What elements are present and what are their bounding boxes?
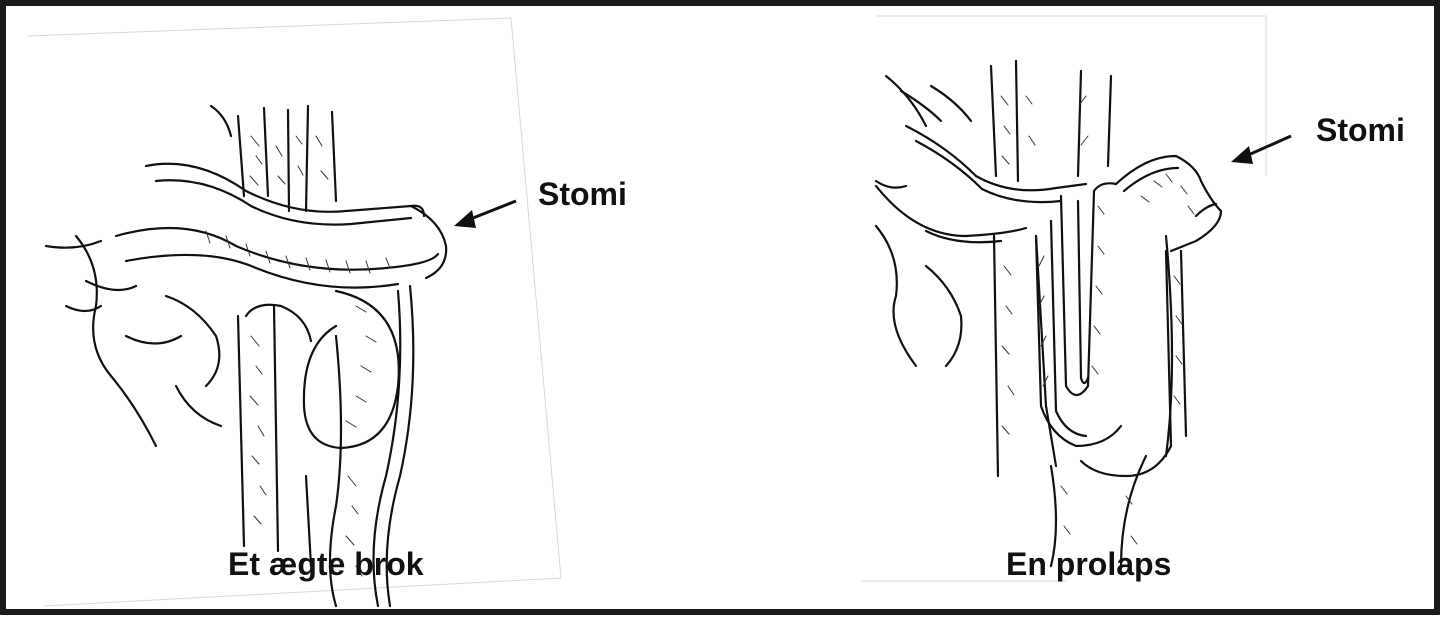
prolapse-panel: Stomi En prolaps — [726, 6, 1434, 621]
hernia-panel: Stomi Et ægte brok — [6, 6, 726, 621]
stoma-arrow — [1231, 136, 1291, 164]
prolapse-illustration — [726, 6, 1434, 621]
stoma-arrow — [454, 201, 516, 228]
hernia-illustration — [6, 6, 726, 621]
prolapse-caption: En prolaps — [1006, 546, 1171, 583]
stoma-label: Stomi — [538, 176, 627, 213]
stoma-label: Stomi — [1316, 112, 1405, 149]
hernia-caption: Et ægte brok — [228, 546, 424, 583]
